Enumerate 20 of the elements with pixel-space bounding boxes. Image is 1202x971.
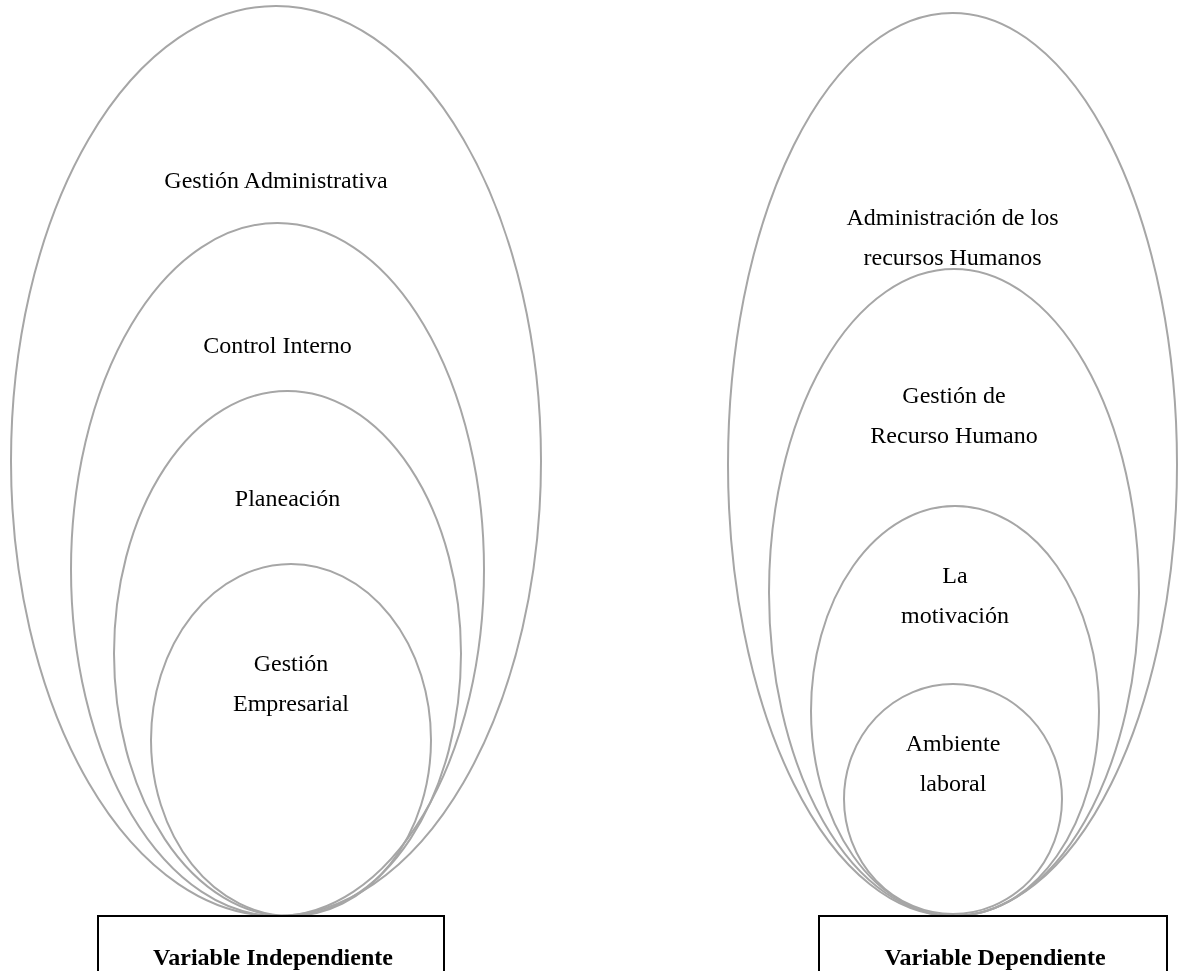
ellipse-label: Ambiente laboral xyxy=(904,729,1002,798)
variable-label: Variable Independiente xyxy=(152,943,394,971)
variable-box xyxy=(97,915,445,971)
ellipse-label: Gestión Empresarial xyxy=(232,649,350,718)
variable-label: Variable Dependiente xyxy=(883,943,1107,971)
nested-ellipse xyxy=(113,390,462,917)
nested-ellipse xyxy=(768,268,1140,917)
ellipse-label: Gestión de Recurso Humano xyxy=(869,381,1039,450)
ellipse-label: Planeación xyxy=(233,484,342,513)
ellipse-label: Administración de los recursos Humanos xyxy=(845,203,1060,272)
nested-ellipse xyxy=(70,222,485,917)
nested-ellipse xyxy=(727,12,1178,917)
ellipse-label: Gestión Administrativa xyxy=(163,166,389,195)
nested-ellipse xyxy=(150,563,432,917)
nested-ellipse xyxy=(843,683,1063,915)
nested-ellipse xyxy=(810,505,1100,917)
variable-box xyxy=(818,915,1168,971)
ellipse-label: La motivación xyxy=(900,561,1010,630)
ellipse-label: Control Interno xyxy=(202,331,353,360)
nested-ellipse xyxy=(10,5,542,917)
